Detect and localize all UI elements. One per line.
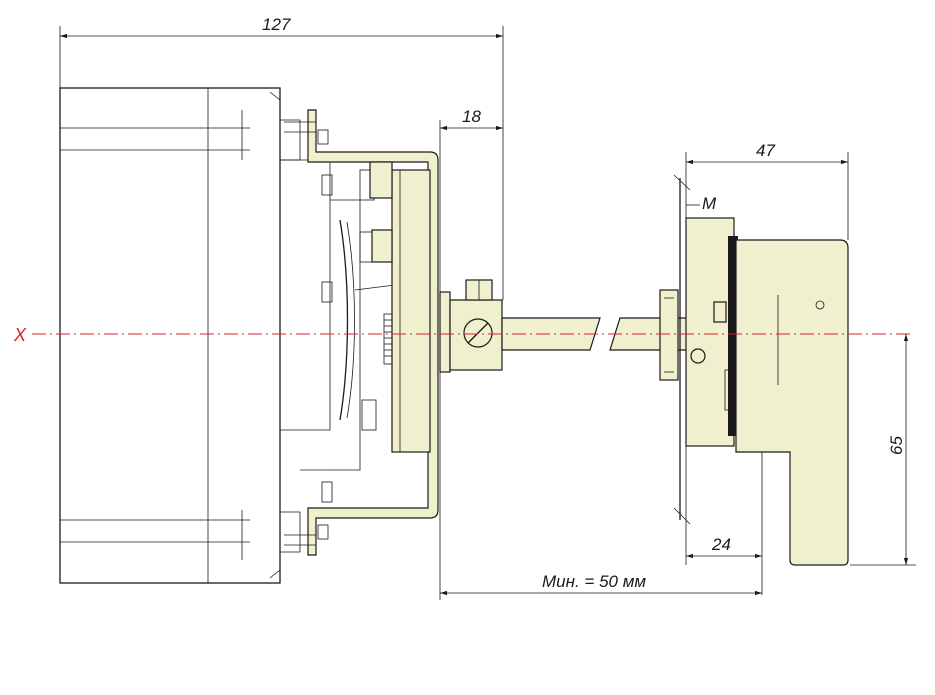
shaft-coupling (439, 279, 503, 373)
dim-127-label: 127 (262, 15, 291, 34)
breaker-body (59, 87, 301, 584)
dimension-min-50: Мин. = 50 мм (439, 372, 762, 600)
mounting-bracket (284, 109, 439, 556)
dimension-65: 65 (850, 334, 916, 566)
front-adapter-plate (369, 161, 431, 453)
dim-47-label: 47 (756, 141, 775, 160)
dim-18-label: 18 (462, 107, 481, 126)
breaker-mechanism (280, 159, 396, 503)
dim-min-label: Мин. = 50 мм (542, 572, 646, 591)
dim-24-label: 24 (711, 535, 731, 554)
door-panel (673, 174, 691, 525)
dimension-47: 47 (685, 141, 849, 240)
center-axis: X (13, 325, 912, 345)
axis-label: X (13, 325, 27, 345)
dimension-24: 24 (685, 446, 763, 595)
dimension-18: 18 (439, 107, 503, 292)
rotary-handle (659, 217, 849, 566)
dim-m-label: M (702, 194, 717, 213)
dimension-m: M (686, 194, 717, 213)
dimension-127: 127 (59, 15, 504, 300)
dim-65-label: 65 (887, 436, 906, 455)
